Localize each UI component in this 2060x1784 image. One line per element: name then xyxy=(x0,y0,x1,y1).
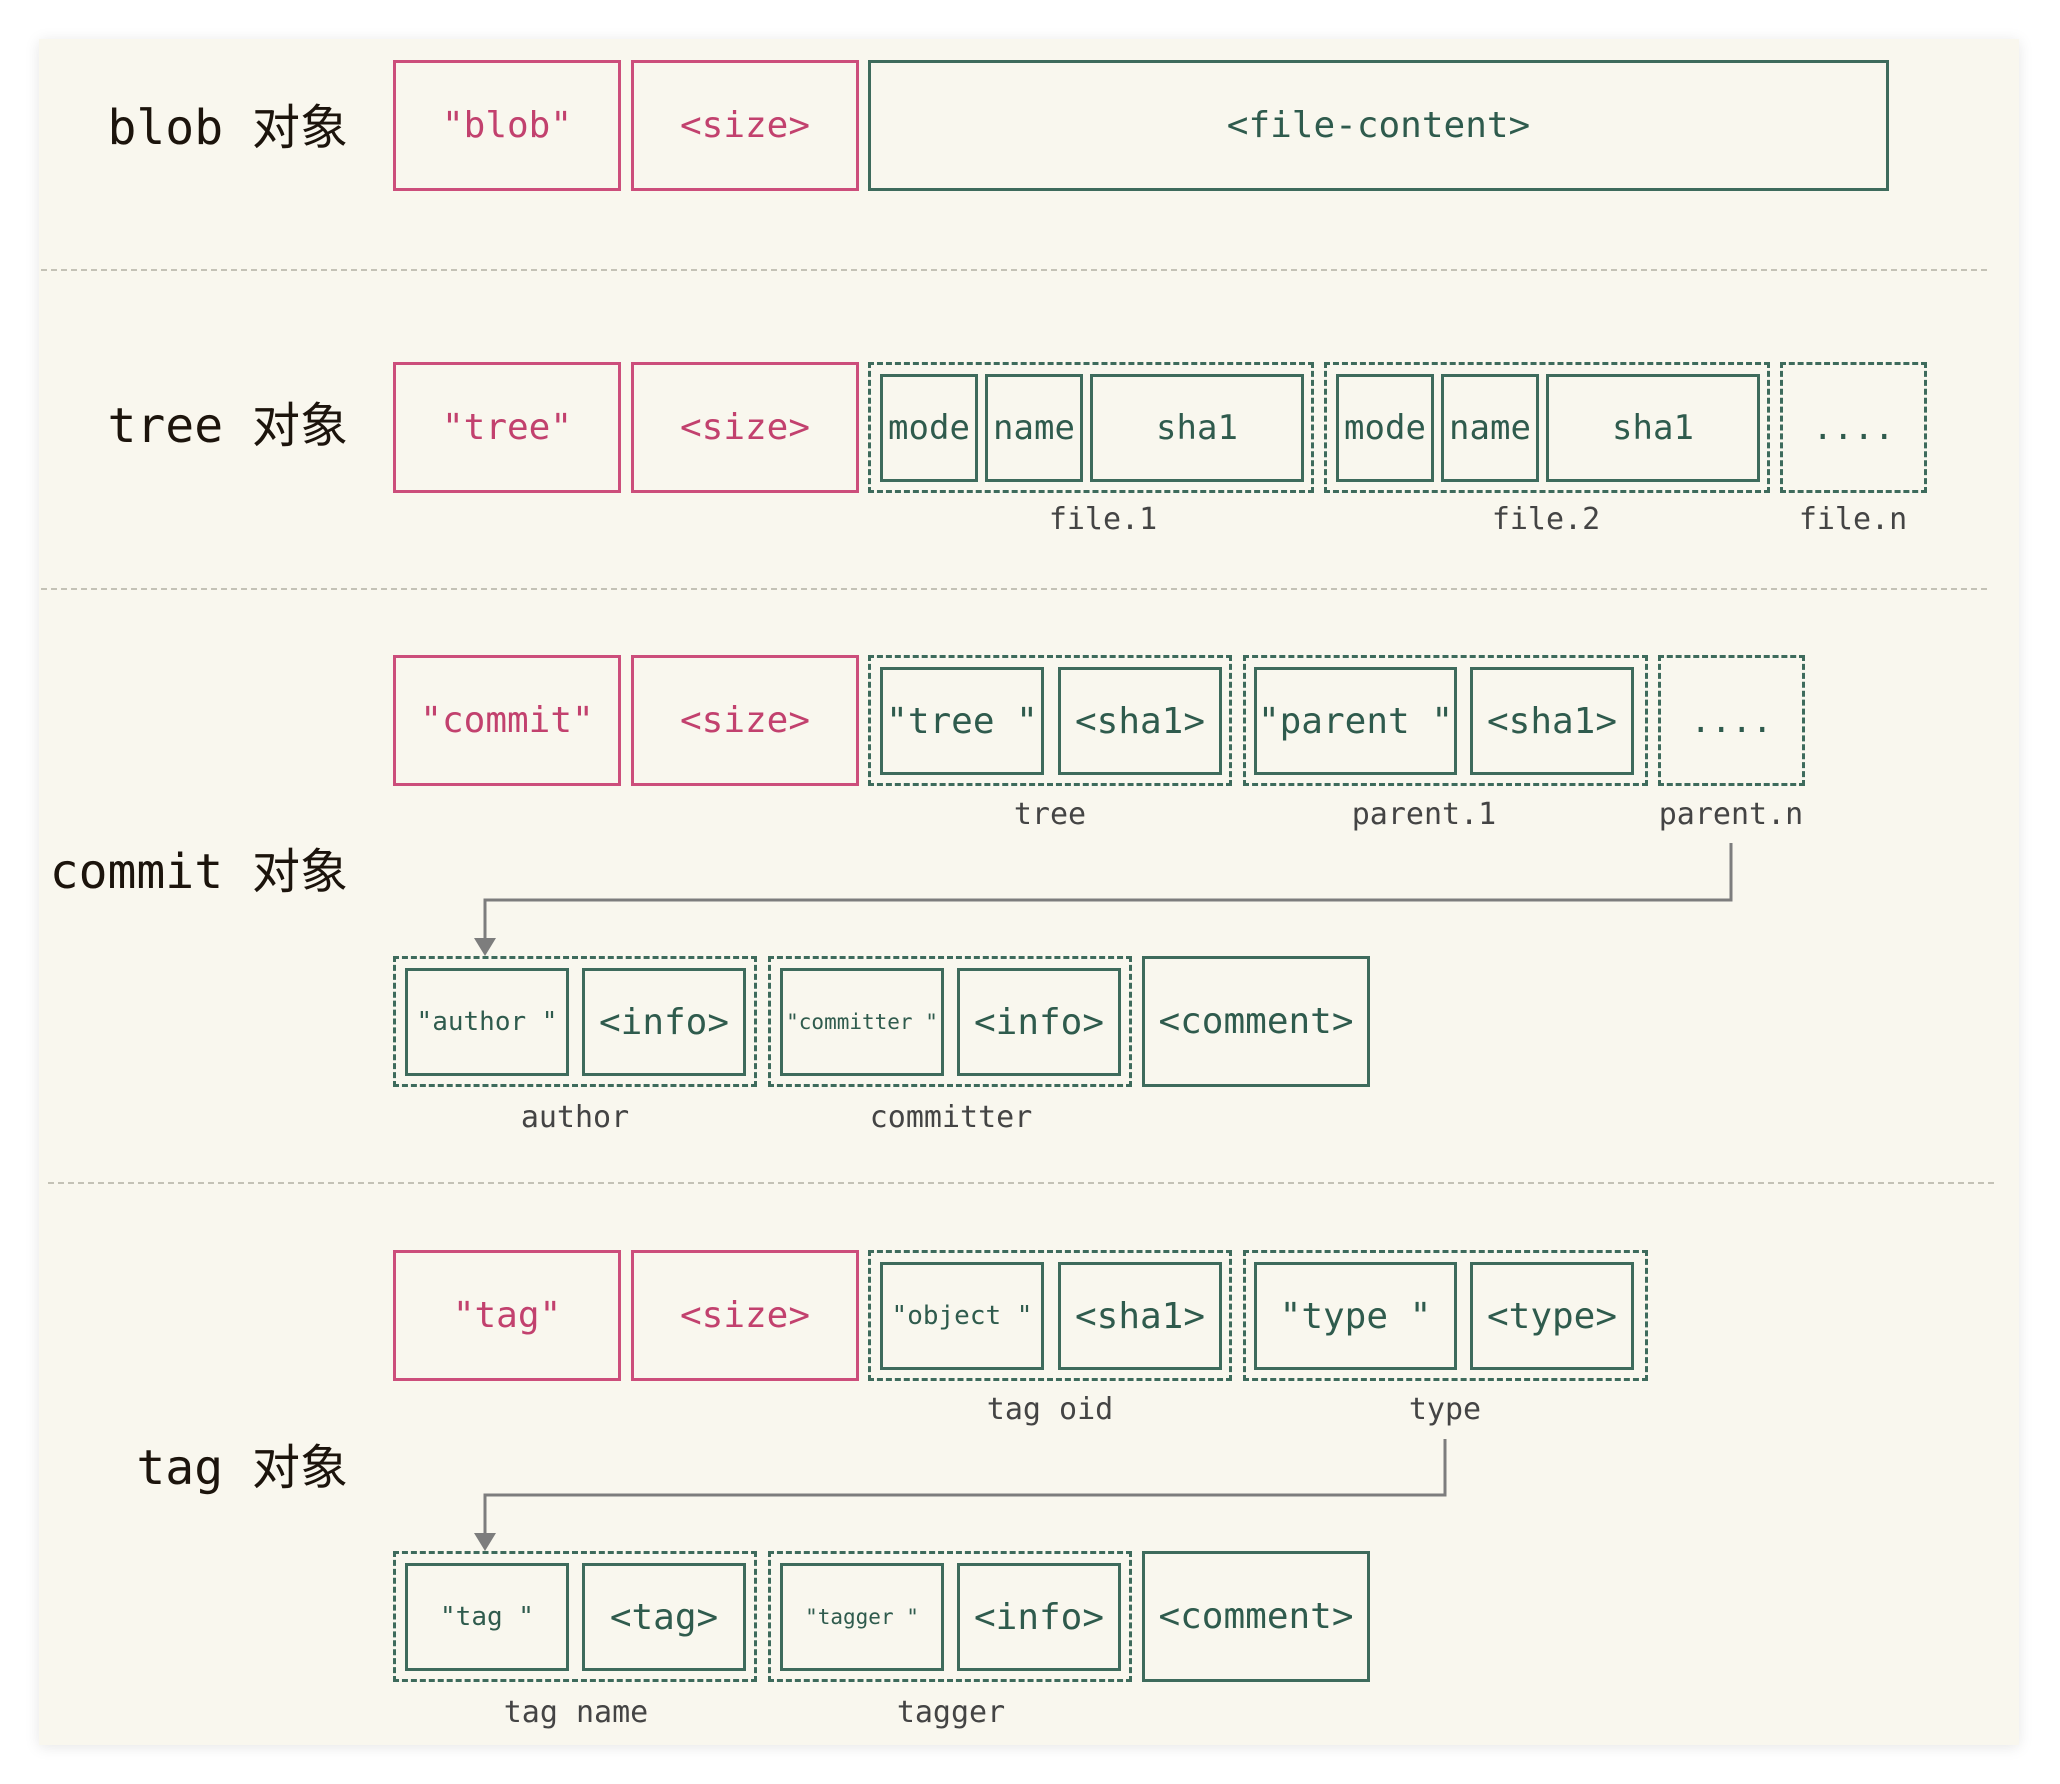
tag-tagger-group xyxy=(768,1551,1132,1682)
tag-arrowhead xyxy=(474,1533,496,1551)
blob-size-field: <size> xyxy=(631,60,859,191)
tag-type-group xyxy=(1243,1250,1648,1381)
tag-tagger-value: <info> xyxy=(957,1563,1121,1671)
tag-object-caption: tag oid xyxy=(986,1392,1114,1427)
tag-type-field: "tag" xyxy=(393,1250,621,1381)
tree-entry-1-mode: mode xyxy=(880,374,978,482)
tag-size-field: <size> xyxy=(631,1250,859,1381)
tag-object-value: <sha1> xyxy=(1058,1262,1222,1370)
blob-content-field: <file-content> xyxy=(868,60,1889,191)
blob-label: blob 对象 xyxy=(107,100,349,156)
divider-tree-commit xyxy=(41,588,1987,590)
tree-entry-1-name: name xyxy=(985,374,1083,482)
commit-author-value: <info> xyxy=(582,968,746,1076)
commit-author-key: "author " xyxy=(405,968,569,1076)
commit-tree-value: <sha1> xyxy=(1058,667,1222,775)
commit-parent-key: "parent " xyxy=(1254,667,1457,775)
tag-name-key: "tag " xyxy=(405,1563,569,1671)
tag-type-caption: type xyxy=(1408,1392,1482,1427)
tag-name-group xyxy=(393,1551,757,1682)
commit-author-caption: author xyxy=(520,1100,630,1135)
tree-type-field: "tree" xyxy=(393,362,621,493)
commit-tree-caption: tree xyxy=(1013,797,1087,832)
commit-label: commit 对象 xyxy=(49,844,348,900)
tree-entry-2-sha1: sha1 xyxy=(1546,374,1760,482)
commit-committer-value: <info> xyxy=(957,968,1121,1076)
commit-committer-caption: committer xyxy=(869,1100,1033,1135)
tag-continuation-arrow xyxy=(483,1439,1447,1539)
commit-parent-value: <sha1> xyxy=(1470,667,1634,775)
commit-more-caption: parent.n xyxy=(1658,797,1804,832)
tag-type-key: "type " xyxy=(1254,1262,1457,1370)
tag-name-value: <tag> xyxy=(582,1563,746,1671)
commit-author-group xyxy=(393,956,757,1087)
commit-committer-group xyxy=(768,956,1132,1087)
tree-entry-1-sha1: sha1 xyxy=(1090,374,1304,482)
divider-commit-tag xyxy=(48,1182,1994,1184)
tag-name-caption: tag name xyxy=(503,1695,649,1730)
tag-comment-field: <comment> xyxy=(1142,1551,1370,1682)
tree-entry-group-2 xyxy=(1324,362,1770,493)
divider-blob-tree xyxy=(41,269,1987,271)
tree-more-caption: file.n xyxy=(1798,502,1908,537)
tree-entry-group-1 xyxy=(868,362,1314,493)
blob-type-field: "blob" xyxy=(393,60,621,191)
tag-tagger-caption: tagger xyxy=(896,1695,1006,1730)
commit-continuation-arrow xyxy=(483,843,1733,944)
commit-comment-field: <comment> xyxy=(1142,956,1370,1087)
commit-arrowhead xyxy=(474,938,496,956)
commit-type-field: "commit" xyxy=(393,655,621,786)
tree-entry-1-caption: file.1 xyxy=(1048,502,1158,537)
commit-tree-key: "tree " xyxy=(880,667,1044,775)
tag-object-group xyxy=(868,1250,1232,1381)
tree-entry-2-mode: mode xyxy=(1336,374,1434,482)
commit-size-field: <size> xyxy=(631,655,859,786)
tag-object-key: "object " xyxy=(880,1262,1044,1370)
tree-label: tree 对象 xyxy=(107,398,349,454)
commit-parent-caption: parent.1 xyxy=(1351,797,1497,832)
tree-entry-2-caption: file.2 xyxy=(1491,502,1601,537)
tag-type-value: <type> xyxy=(1470,1262,1634,1370)
commit-more-parents: .... xyxy=(1658,655,1805,786)
commit-committer-key: "committer " xyxy=(780,968,944,1076)
tag-tagger-key: "tagger " xyxy=(780,1563,944,1671)
diagram-canvas xyxy=(39,39,2019,1745)
tree-more-entries: .... xyxy=(1780,362,1927,493)
tree-size-field: <size> xyxy=(631,362,859,493)
commit-tree-group xyxy=(868,655,1232,786)
tree-entry-2-name: name xyxy=(1441,374,1539,482)
tag-label: tag 对象 xyxy=(136,1440,348,1496)
commit-parent-group xyxy=(1243,655,1648,786)
